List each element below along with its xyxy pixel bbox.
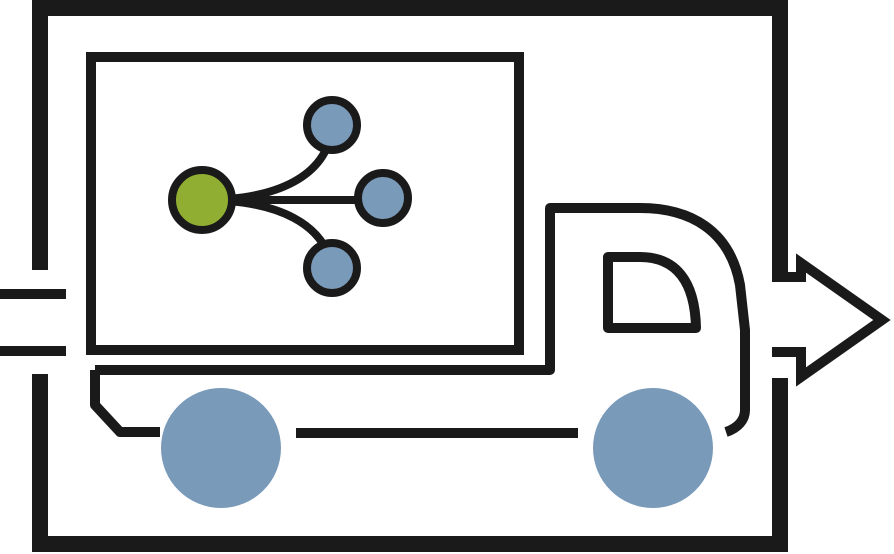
truck-chassis-outline [95, 203, 750, 437]
node-right [354, 169, 412, 227]
node-bottom [303, 239, 361, 297]
network-graph-icon [168, 96, 412, 297]
truck-front-bumper [90, 370, 160, 437]
outlet-arrow-icon [772, 253, 891, 387]
rear-wheel [161, 388, 281, 508]
outer-frame [32, 0, 788, 552]
cab-window [603, 252, 701, 333]
inlet-lines [0, 289, 66, 356]
front-wheel [593, 388, 713, 508]
node-source [168, 166, 236, 234]
node-top [303, 96, 361, 154]
frame-left-top-segment [32, 0, 788, 272]
frame-right-bottom-segment [32, 374, 788, 552]
